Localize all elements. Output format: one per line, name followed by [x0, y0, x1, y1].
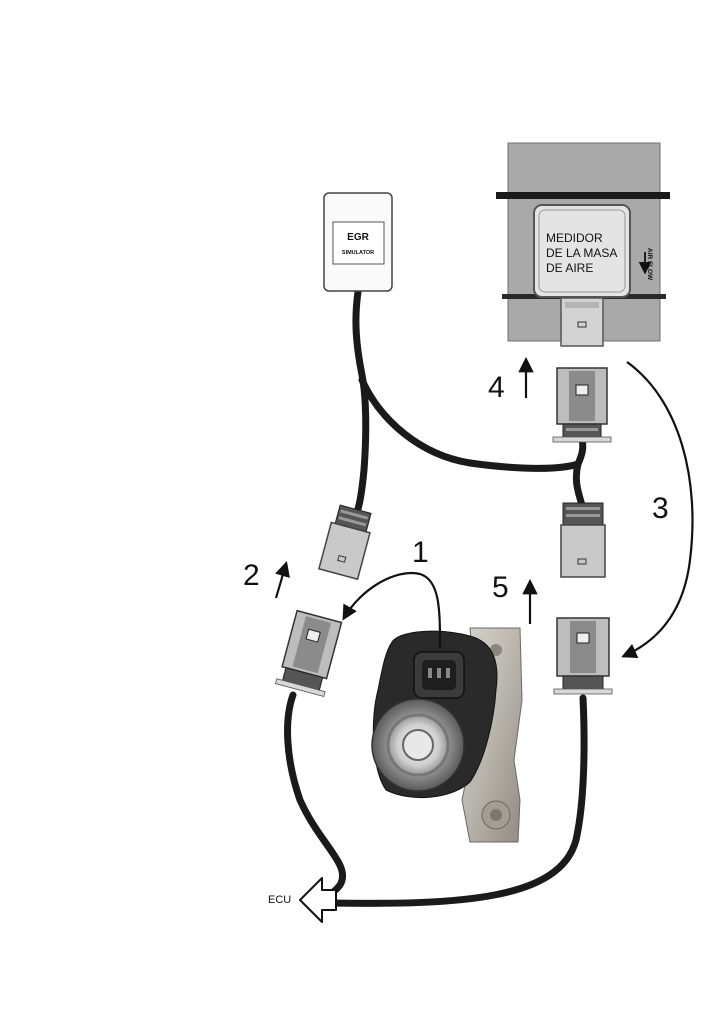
egr-simulator-label-plate — [332, 221, 385, 265]
cable-y-upper — [574, 436, 587, 468]
connector-maf-plug — [552, 367, 612, 443]
step-5-label: 5 — [492, 571, 509, 604]
step-1-arrow — [342, 571, 442, 649]
cable-left-to-ecu — [284, 691, 347, 901]
airflow-label: AIR FLOW — [646, 248, 653, 281]
wiring-harness — [284, 288, 588, 907]
step-2-label: 2 — [243, 559, 260, 592]
connector-harness-right — [553, 617, 613, 695]
cable-y-lower — [572, 460, 586, 509]
egr-simulator: EGR SIMULATOR — [323, 192, 393, 292]
maf-panel — [533, 204, 631, 298]
ecu-label: ECU — [268, 894, 291, 906]
connector-simulator-plug-right — [560, 502, 606, 578]
connector-harness-left — [275, 609, 343, 697]
ecu-terminal: ECU — [268, 877, 337, 923]
cable-right-to-ecu — [326, 694, 588, 907]
maf-sensor: MEDIDOR DE LA MASA DE AIRE AIR FLOW — [496, 142, 670, 347]
step-3-label: 3 — [652, 492, 669, 525]
maf-label-line3: DE AIRE — [546, 261, 593, 275]
cable-simulator-branch — [358, 376, 582, 472]
egr-simulator-subtitle: SIMULATOR — [342, 250, 374, 256]
ecu-arrow-icon — [299, 877, 337, 923]
step-annotations: 1 2 3 4 5 — [243, 356, 694, 659]
egr-simulator-title: EGR — [347, 232, 369, 243]
step-2-arrow — [274, 561, 290, 599]
cable-simulator-trunk — [352, 288, 370, 519]
connector-simulator-plug-left — [317, 504, 372, 581]
step-1-label: 1 — [412, 536, 429, 569]
maf-label-line2: DE LA MASA — [546, 246, 617, 260]
egr-valve — [371, 627, 523, 843]
maf-top-band — [496, 192, 670, 199]
step-4-label: 4 — [488, 371, 505, 404]
maf-label-line1: MEDIDOR — [546, 231, 603, 245]
step-3-arrow — [621, 361, 694, 659]
maf-panel-inner — [538, 209, 626, 293]
